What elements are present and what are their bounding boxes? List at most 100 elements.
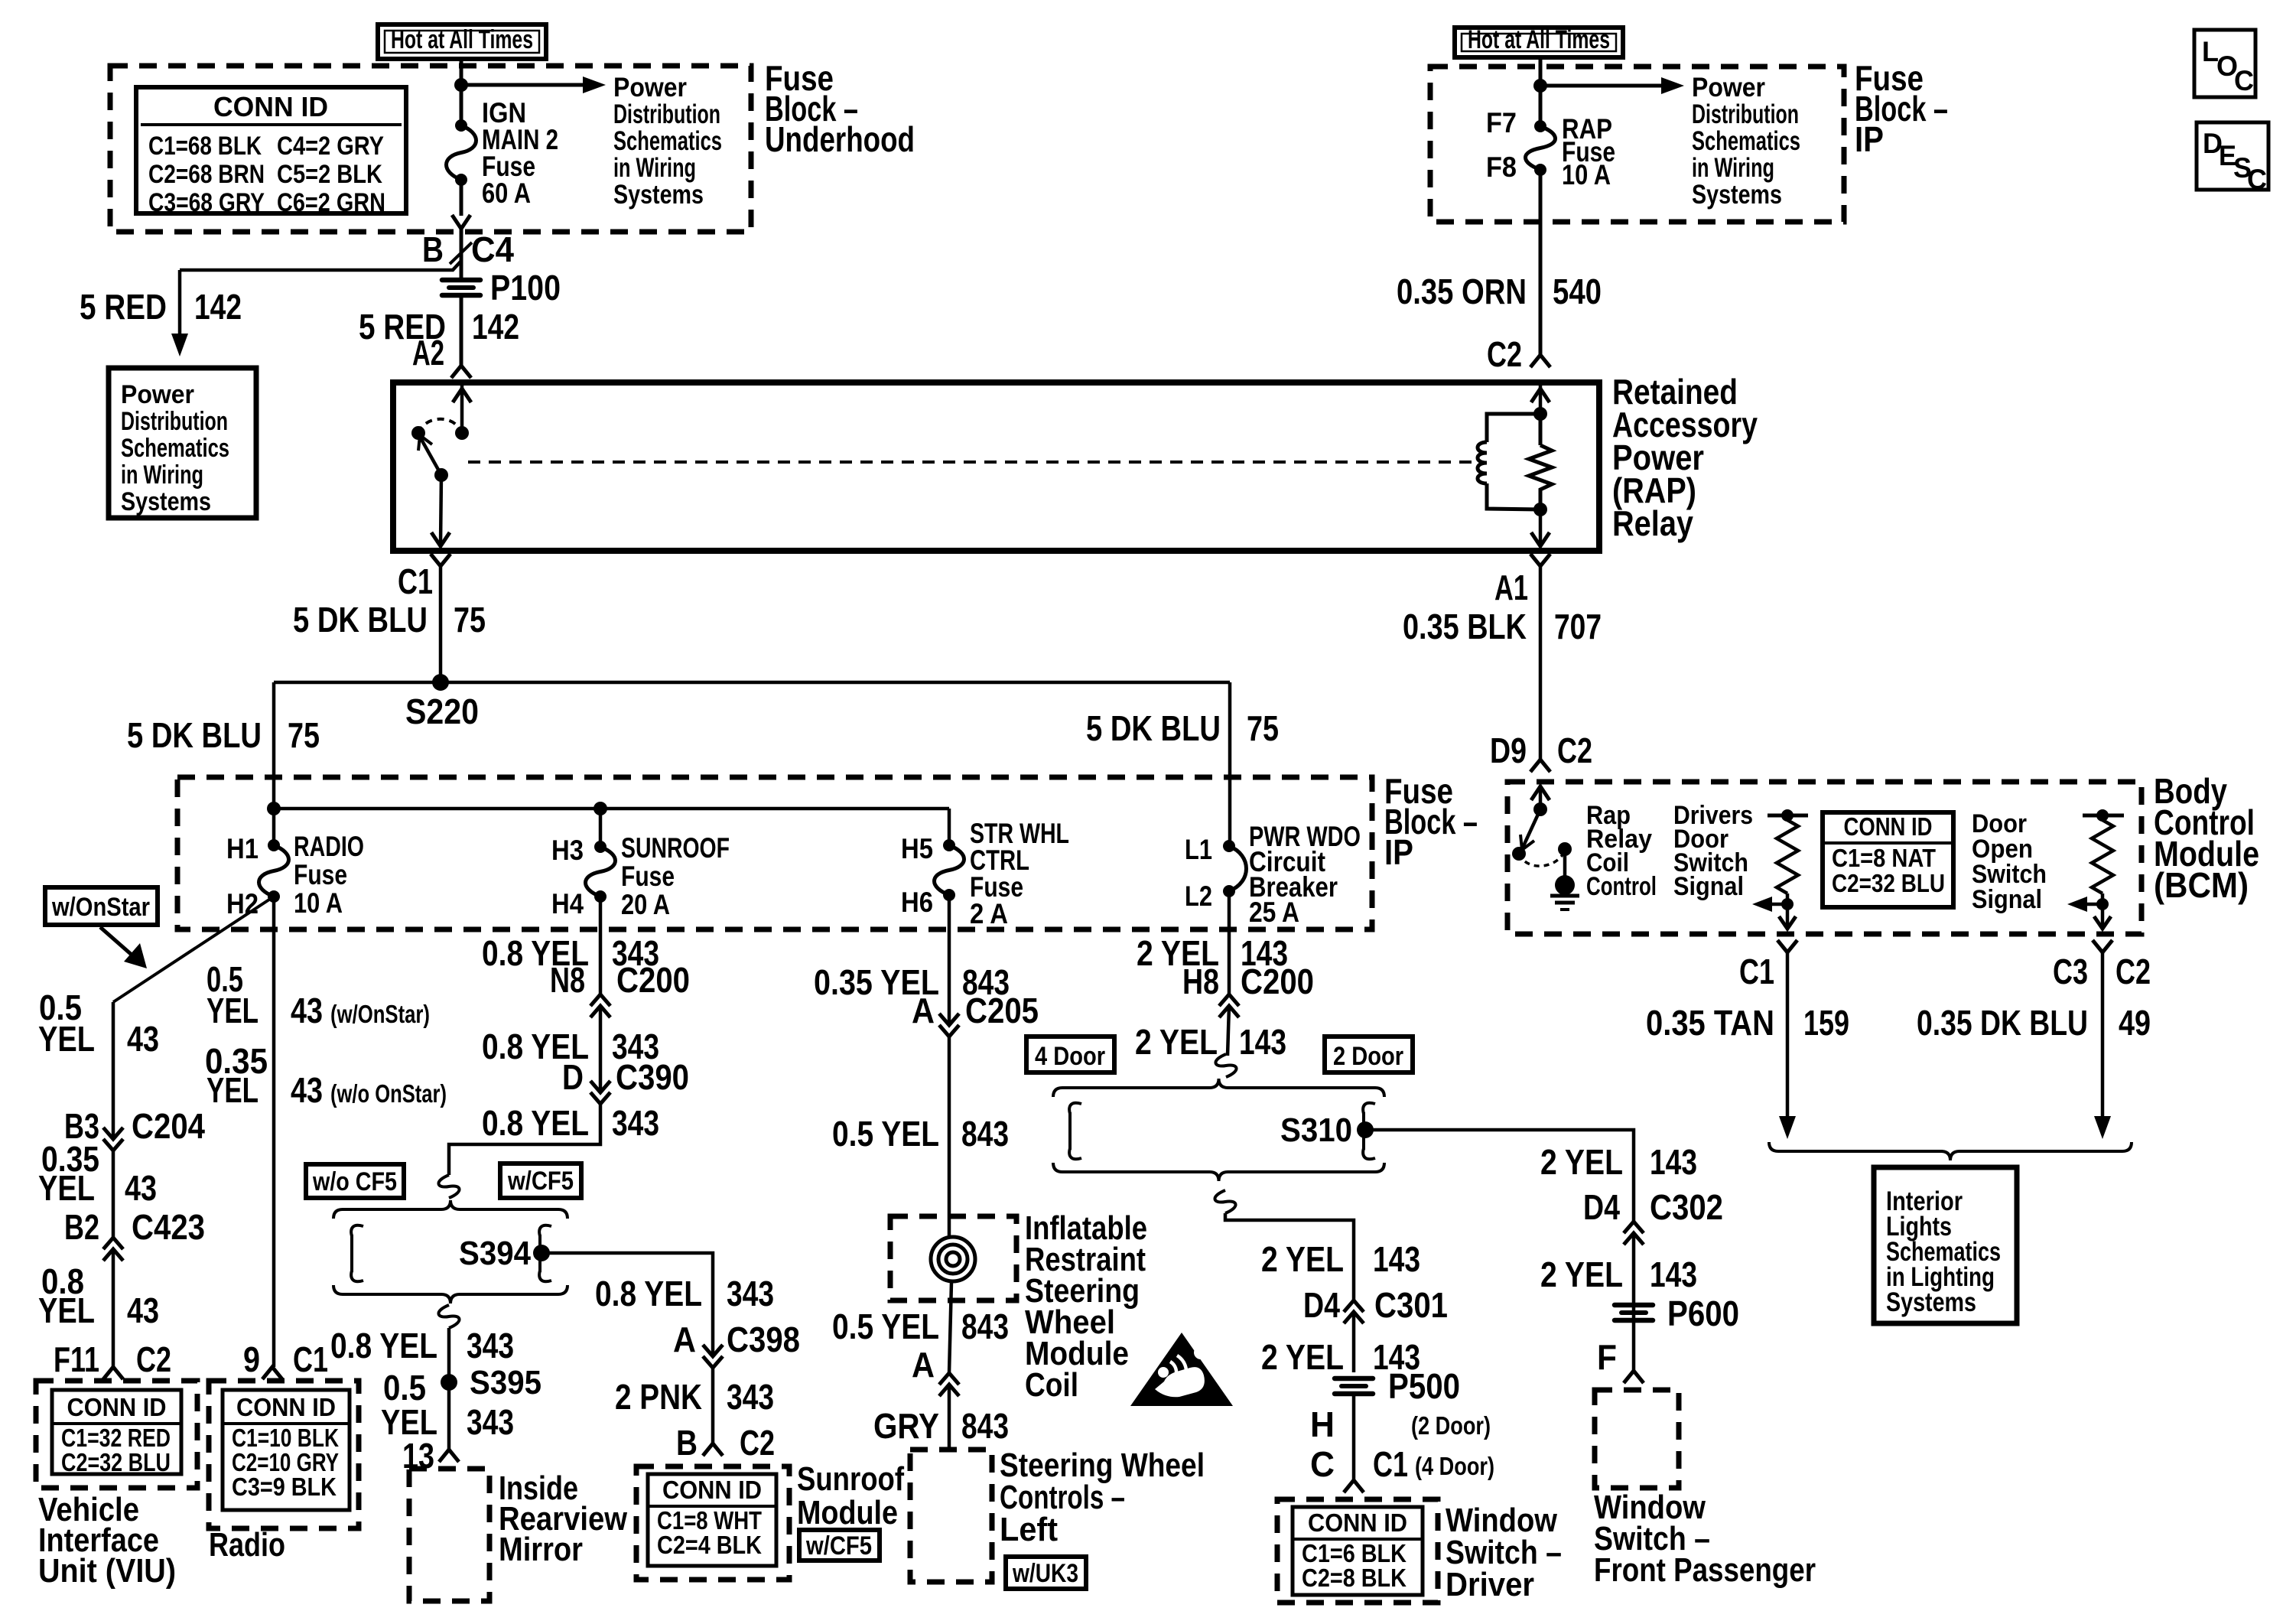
svg-text:Steering: Steering [1025, 1272, 1140, 1310]
svg-text:843: 843 [962, 962, 1010, 1002]
svg-text:Hot at All Times: Hot at All Times [1468, 25, 1610, 54]
svg-text:75: 75 [1247, 708, 1279, 748]
svg-text:RAP: RAP [1562, 113, 1612, 145]
svg-text:YEL: YEL [38, 1290, 95, 1330]
svg-text:Coil: Coil [1586, 848, 1629, 877]
svg-text:0.8: 0.8 [41, 1261, 84, 1301]
svg-text:CONN ID: CONN ID [67, 1393, 167, 1421]
svg-text:Relay: Relay [1612, 503, 1693, 543]
svg-text:2 Door: 2 Door [1333, 1042, 1403, 1071]
svg-text:Mirror: Mirror [499, 1531, 583, 1568]
svg-text:w/OnStar: w/OnStar [51, 893, 150, 922]
svg-text:Coil: Coil [1025, 1366, 1078, 1404]
svg-text:142: 142 [472, 307, 519, 347]
svg-text:C1=8 NAT: C1=8 NAT [1832, 844, 1936, 872]
svg-text:Fuse: Fuse [1384, 771, 1453, 811]
svg-text:843: 843 [961, 1114, 1009, 1154]
svg-text:L1: L1 [1185, 834, 1212, 865]
svg-text:C2=8 BLK: C2=8 BLK [1302, 1564, 1407, 1592]
svg-text:43: 43 [291, 991, 323, 1030]
svg-text:Circuit: Circuit [1249, 846, 1325, 877]
svg-text:PWR WDO: PWR WDO [1249, 821, 1361, 852]
svg-text:P500: P500 [1388, 1366, 1460, 1406]
svg-text:A1: A1 [1494, 568, 1528, 607]
svg-text:C423: C423 [132, 1207, 205, 1247]
svg-text:C2: C2 [740, 1423, 775, 1463]
svg-text:343: 343 [612, 1103, 659, 1143]
svg-text:C2: C2 [1557, 731, 1592, 770]
svg-text:C: C [2234, 65, 2254, 96]
svg-text:CONN ID: CONN ID [213, 91, 328, 122]
svg-text:C1: C1 [398, 561, 433, 601]
svg-text:0.35 TAN: 0.35 TAN [1646, 1003, 1774, 1043]
svg-text:843: 843 [961, 1307, 1009, 1346]
svg-text:0.8 YEL: 0.8 YEL [330, 1326, 437, 1365]
svg-text:Door: Door [1673, 825, 1729, 854]
svg-text:YEL: YEL [207, 991, 259, 1030]
svg-text:10 A: 10 A [294, 887, 343, 919]
svg-text:0.35: 0.35 [205, 1041, 268, 1081]
svg-text:STR WHL: STR WHL [970, 818, 1069, 849]
svg-text:C: C [2247, 164, 2267, 195]
svg-text:w/UK3: w/UK3 [1012, 1559, 1078, 1588]
svg-text:Fuse: Fuse [294, 859, 347, 890]
svg-text:Systems: Systems [121, 487, 211, 516]
svg-text:F7: F7 [1486, 107, 1517, 138]
svg-text:Fuse: Fuse [1855, 58, 1924, 98]
svg-text:C1=8 WHT: C1=8 WHT [657, 1506, 762, 1535]
svg-text:Interface: Interface [38, 1522, 159, 1559]
svg-text:S310: S310 [1280, 1111, 1352, 1149]
svg-text:159: 159 [1803, 1003, 1849, 1043]
svg-text:(4 Door): (4 Door) [1415, 1452, 1494, 1480]
svg-text:143: 143 [1650, 1255, 1697, 1294]
svg-text:Wheel: Wheel [1025, 1303, 1115, 1341]
svg-text:0.35 YEL: 0.35 YEL [814, 962, 939, 1002]
svg-text:C5=2 BLK: C5=2 BLK [277, 160, 382, 189]
svg-text:YEL: YEL [207, 1070, 259, 1110]
svg-text:B: B [422, 229, 444, 269]
svg-text:H: H [1310, 1404, 1335, 1444]
svg-text:D: D [562, 1057, 584, 1097]
svg-text:C301: C301 [1374, 1285, 1448, 1325]
svg-text:143: 143 [1241, 933, 1288, 973]
svg-text:2 YEL: 2 YEL [1135, 1022, 1218, 1062]
svg-text:Window: Window [1594, 1489, 1706, 1526]
svg-text:0.8 YEL: 0.8 YEL [482, 933, 589, 973]
svg-text:0.35 ORN: 0.35 ORN [1397, 272, 1527, 311]
svg-text:S220: S220 [405, 692, 479, 731]
svg-text:C204: C204 [132, 1106, 205, 1146]
svg-text:43: 43 [291, 1070, 323, 1110]
svg-text:5 RED: 5 RED [80, 287, 167, 327]
svg-text:Distribution: Distribution [1692, 99, 1799, 129]
svg-text:343: 343 [612, 1027, 659, 1066]
svg-text:C4=2 GRY: C4=2 GRY [277, 132, 384, 161]
svg-text:(RAP): (RAP) [1612, 470, 1696, 510]
svg-text:O: O [2216, 50, 2238, 82]
svg-text:0.5: 0.5 [207, 959, 243, 999]
svg-text:Driver: Driver [1446, 1566, 1534, 1603]
svg-text:w/o CF5: w/o CF5 [312, 1167, 397, 1196]
svg-text:Front Passenger: Front Passenger [1594, 1551, 1816, 1589]
svg-text:Underhood: Underhood [765, 119, 915, 159]
svg-text:L2: L2 [1185, 880, 1212, 912]
svg-text:43: 43 [125, 1168, 157, 1208]
svg-text:142: 142 [194, 287, 242, 327]
svg-text:Sunroof: Sunroof [797, 1460, 904, 1498]
svg-text:4 Door: 4 Door [1035, 1042, 1105, 1071]
svg-text:B2: B2 [64, 1207, 99, 1247]
svg-text:0.8 YEL: 0.8 YEL [595, 1274, 702, 1313]
svg-text:Schematics: Schematics [613, 126, 722, 156]
svg-text:343: 343 [727, 1274, 774, 1313]
svg-text:F: F [1597, 1337, 1617, 1377]
svg-text:S394: S394 [459, 1235, 531, 1272]
svg-text:w/CF5: w/CF5 [805, 1531, 872, 1561]
svg-text:CTRL: CTRL [970, 845, 1029, 876]
svg-text:43: 43 [127, 1290, 159, 1330]
svg-text:Schematics: Schematics [1692, 126, 1800, 156]
svg-text:YEL: YEL [38, 1019, 95, 1059]
svg-text:Fuse: Fuse [482, 151, 535, 182]
svg-text:0.35 DK BLU: 0.35 DK BLU [1917, 1003, 2088, 1043]
svg-text:C200: C200 [616, 960, 690, 1000]
svg-text:Lights: Lights [1886, 1212, 1952, 1242]
svg-text:0.5 YEL: 0.5 YEL [832, 1307, 939, 1346]
